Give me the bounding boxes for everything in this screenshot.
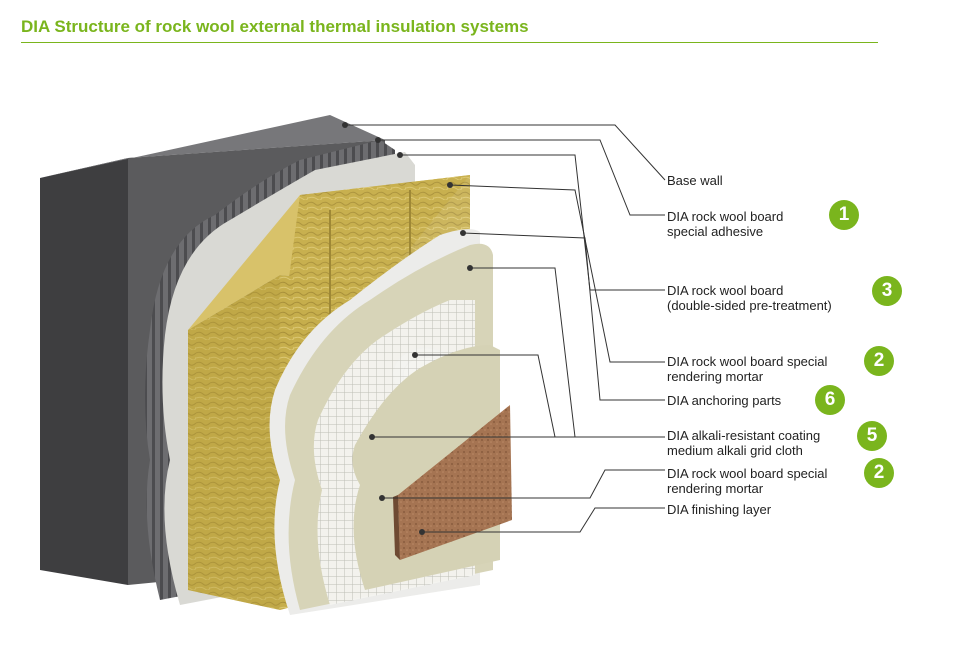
label-rendering-mortar-2: DIA rock wool board special rendering mo…	[667, 466, 827, 496]
label-line: rendering mortar	[667, 369, 764, 384]
label-line: DIA rock wool board	[667, 283, 784, 298]
label-line: Base wall	[667, 173, 723, 188]
label-anchoring-parts: DIA anchoring parts	[667, 393, 781, 408]
label-special-adhesive: DIA rock wool board special adhesive	[667, 209, 783, 239]
label-line: (double-sided pre-treatment)	[667, 298, 832, 313]
leader-lines	[345, 124, 666, 533]
badge-2: 2	[864, 346, 894, 376]
badge-5: 5	[857, 421, 887, 451]
label-line: rendering mortar	[667, 481, 764, 496]
label-line: medium alkali grid cloth	[667, 443, 803, 458]
label-line: DIA anchoring parts	[667, 393, 782, 408]
label-line: DIA rock wool board special	[667, 466, 828, 481]
label-line: special adhesive	[667, 224, 764, 239]
label-base-wall: Base wall	[667, 173, 723, 188]
badge-1: 1	[829, 200, 859, 230]
label-line: DIA finishing layer	[667, 502, 772, 517]
label-line: DIA rock wool board special	[667, 354, 828, 369]
leader-dots	[342, 122, 473, 535]
diagram-title: DIA Structure of rock wool external ther…	[21, 17, 529, 36]
label-double-sided-pretreatment: DIA rock wool board (double-sided pre-tr…	[667, 283, 832, 313]
label-grid-cloth: DIA alkali-resistant coating medium alka…	[667, 428, 820, 458]
title-underline	[21, 42, 878, 43]
badge-2: 2	[864, 458, 894, 488]
label-finishing-layer: DIA finishing layer	[667, 502, 771, 517]
label-line: DIA alkali-resistant coating	[667, 428, 821, 443]
label-line: DIA rock wool board	[667, 209, 784, 224]
label-rendering-mortar-1: DIA rock wool board special rendering mo…	[667, 354, 827, 384]
finishing-layer	[393, 405, 512, 560]
badge-3: 3	[872, 276, 902, 306]
badge-6: 6	[815, 385, 845, 415]
